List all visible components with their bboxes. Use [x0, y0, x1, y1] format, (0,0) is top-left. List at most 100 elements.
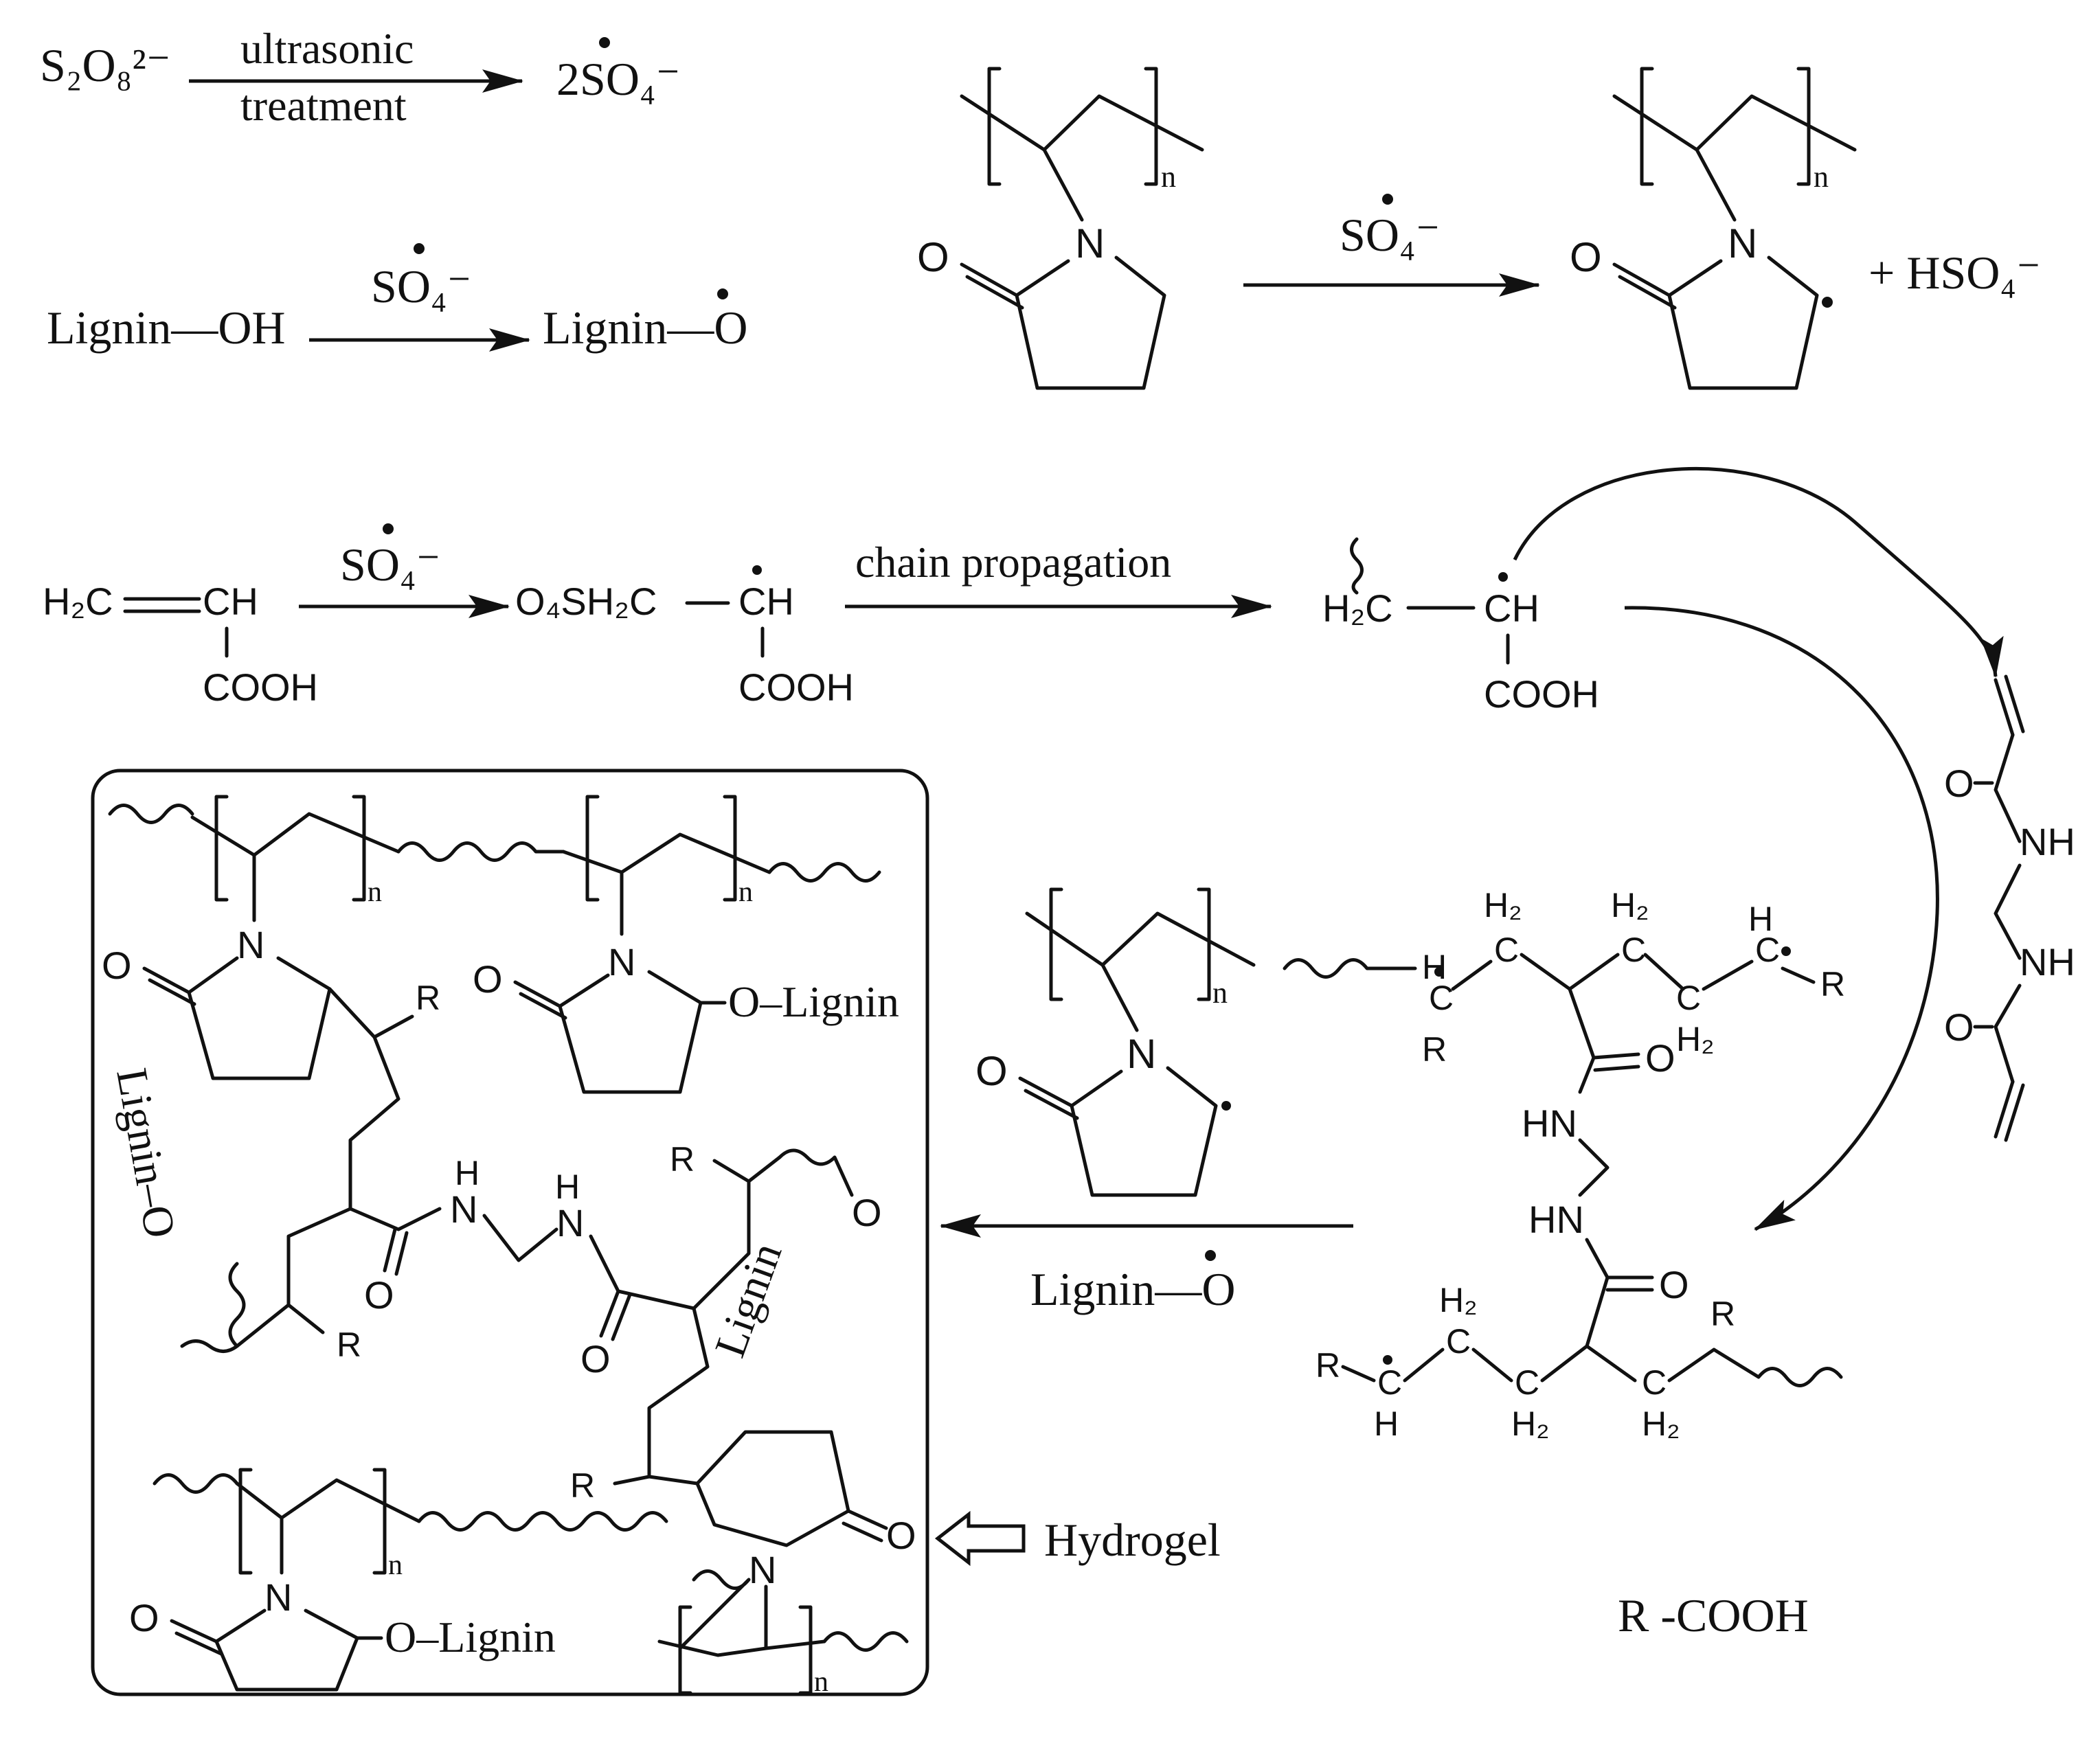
carbonyl-bond-2	[842, 1521, 883, 1543]
lignin-o-label: Lignin—O	[543, 302, 747, 354]
curved-arrow-to-mba	[1513, 466, 2004, 678]
backbone	[561, 832, 771, 874]
step-lignin-radical: Lignin—OH SO₄⁻ Lignin—O	[47, 243, 747, 354]
co-bond	[599, 1289, 620, 1338]
sulfate-acrylic-radical: O₄SH₂C CH COOH	[515, 565, 854, 709]
hydrogel-network: n n N O R N O O–Lignin R Lignin–O	[102, 795, 916, 1698]
wavy-bond-long	[417, 1511, 668, 1532]
n-atom: N	[450, 1187, 477, 1231]
vinyl-1b	[2004, 674, 2025, 734]
r-branch	[286, 1303, 325, 1334]
nh-label: NH	[2020, 940, 2075, 984]
radical-dot	[1498, 572, 1508, 582]
carbonyl-bond	[1018, 1076, 1074, 1108]
pvp-radical-step: SO₄⁻	[1243, 194, 1540, 297]
backbone	[960, 94, 1204, 152]
repeat-n: n	[1814, 160, 1829, 194]
open-arrow	[934, 1510, 1026, 1567]
n-atom: N	[1075, 220, 1105, 266]
r-label: R	[1316, 1346, 1340, 1385]
nh-label: NH	[2020, 820, 2075, 863]
vinyl-2b	[2004, 1083, 2025, 1142]
carbonyl-bond-2	[1618, 275, 1677, 310]
n-atom: N	[556, 1201, 584, 1244]
right-bracket	[352, 795, 366, 902]
methylene	[1994, 863, 2022, 960]
o4sh2c-label: O₄SH₂C	[515, 580, 657, 623]
mba-crosslinker: O NH NH O	[1944, 674, 2075, 1142]
lignin-o-vertical: Lignin–O	[107, 1065, 185, 1241]
carbonyl-bond	[960, 262, 1019, 297]
pyrrolidone-ring	[1667, 255, 1819, 390]
sulfate-radical-reagent: SO₄⁻	[340, 538, 441, 591]
cooh-label: COOH	[738, 666, 854, 709]
left-bracket	[987, 67, 1002, 186]
bond	[1781, 966, 1816, 984]
repeat-n: n	[738, 876, 753, 908]
c-radical: C	[1429, 979, 1454, 1017]
carbonyl-bond	[846, 1509, 888, 1530]
co-bond-2	[394, 1231, 409, 1276]
ch-label: CH	[1484, 587, 1539, 630]
carbonyl-bond-2	[519, 992, 567, 1020]
vinyl-1	[1994, 678, 2015, 737]
bond	[1451, 959, 1493, 991]
radical-dot	[1205, 1250, 1216, 1261]
r-branch	[328, 987, 414, 1039]
r-branch	[613, 1475, 651, 1486]
backbone	[657, 1639, 826, 1657]
n-atom: N	[237, 923, 264, 966]
carbonyl-bond-2	[148, 978, 196, 1006]
pyrrolidone-ring	[1070, 1066, 1218, 1197]
o-atom: O	[975, 1048, 1008, 1094]
r-definition: R -COOH	[1618, 1589, 1809, 1641]
wavy-bond	[153, 1473, 239, 1494]
carbonyl-bond-2	[965, 275, 1024, 310]
o-atom: O	[1645, 1036, 1675, 1080]
wavy-bond	[778, 1148, 854, 1197]
c-label: C	[1515, 1363, 1539, 1402]
c-label: C	[1446, 1322, 1471, 1361]
pyrrolidone-ring	[214, 1609, 359, 1692]
pvp-radical: n N O + HSO₄⁻	[1570, 67, 2041, 390]
repeat-n: n	[368, 876, 382, 908]
propagating-chain: H₂C CH COOH	[1322, 537, 1599, 716]
persulfate-label: S₂O₈²⁻	[40, 39, 171, 91]
wavy-bond-left	[1283, 958, 1417, 979]
hydrogel-formation-step: Lignin—O	[940, 1214, 1353, 1315]
h2-label: H₂	[1676, 1020, 1715, 1058]
left-bracket	[678, 1605, 692, 1695]
amide-link	[348, 1207, 442, 1231]
sulfate-radical-reagent: SO₄⁻	[1340, 209, 1441, 261]
h-label: H	[555, 1168, 580, 1206]
left-bracket	[1049, 887, 1063, 1001]
lignin-o-reagent: Lignin—O	[1030, 1263, 1235, 1315]
sulfate-radical-product: 2SO₄⁻	[556, 53, 681, 105]
chain-propagation-label: chain propagation	[855, 538, 1171, 587]
wavy-bond	[108, 804, 194, 824]
c-label: C	[1377, 1363, 1402, 1402]
pyrrolidone-ring	[558, 970, 703, 1094]
o-atom: O	[852, 1191, 882, 1234]
h-label: H	[1374, 1405, 1399, 1443]
chain-left	[180, 1207, 352, 1353]
left-bracket	[238, 1468, 253, 1575]
hn-label: HN	[1528, 1198, 1584, 1241]
c-label: C	[1676, 979, 1701, 1017]
methylene	[482, 1214, 558, 1262]
radical-dot	[1383, 1355, 1392, 1365]
vinyl-2	[1994, 1080, 2015, 1139]
o-atom: O	[1944, 1005, 1974, 1049]
n-atom: N	[608, 940, 635, 984]
hso4-label: + HSO₄⁻	[1868, 247, 2041, 299]
o-atom: O	[473, 957, 503, 1001]
o-atom: O	[886, 1514, 916, 1557]
c-label: C	[1494, 931, 1519, 969]
wavy-bond	[822, 1631, 909, 1652]
h2-label: H₂	[1484, 886, 1522, 924]
acrylic-acid: H₂C CH COOH	[43, 580, 318, 709]
o-lignin-label: O–Lignin	[728, 977, 899, 1026]
left-bracket	[585, 795, 600, 902]
wavy-lignin	[228, 1262, 246, 1348]
co-bond-2	[1593, 1065, 1640, 1072]
